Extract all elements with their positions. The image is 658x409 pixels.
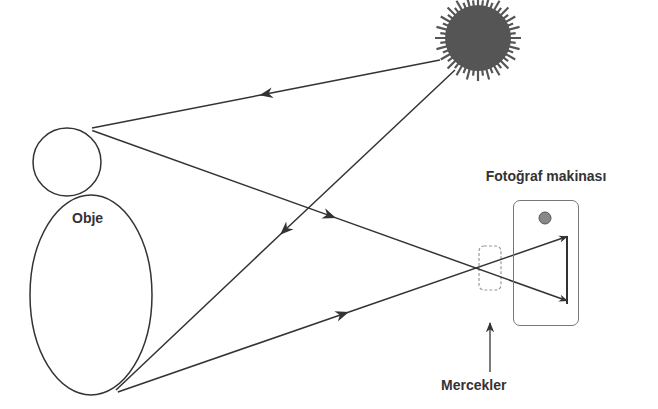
object-body	[30, 195, 152, 395]
sun-disc	[445, 5, 511, 71]
object-head	[33, 128, 101, 196]
sun-symbol	[435, 0, 521, 81]
leader-arrow	[489, 323, 490, 372]
object-figure: Obje	[30, 125, 152, 396]
camera-button	[539, 212, 551, 224]
light-ray	[92, 130, 567, 300]
camera-heading: Fotoğraf makinası	[486, 169, 607, 184]
camera-box: Fotoğraf makinası	[513, 200, 579, 326]
light-ray	[92, 60, 440, 128]
lens	[479, 246, 501, 290]
light-ray	[116, 70, 455, 390]
light-ray	[118, 237, 567, 392]
object-label: Obje	[72, 211, 103, 226]
image-screen	[566, 236, 568, 304]
part-label: Mercekler	[441, 378, 506, 393]
